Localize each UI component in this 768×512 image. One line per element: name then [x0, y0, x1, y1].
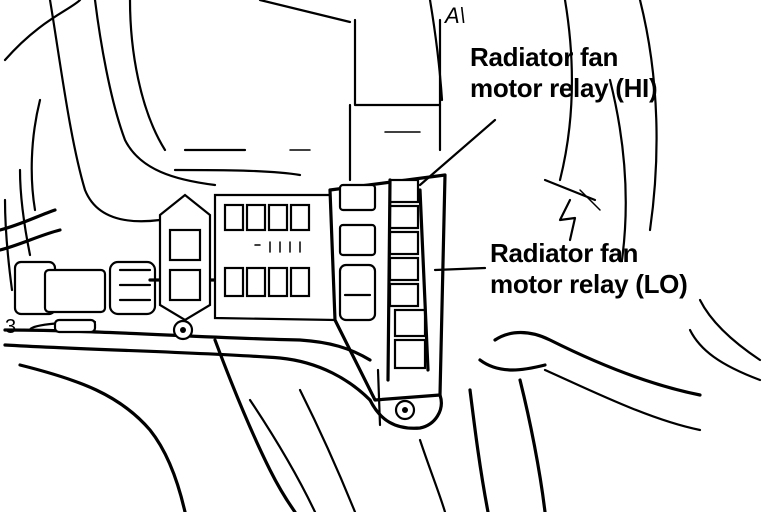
- body-panel-outlines: [3, 0, 762, 382]
- leader-line-hi: [418, 118, 497, 187]
- fuse-block: [213, 193, 337, 322]
- label-relay-lo-line1: Radiator fan: [490, 238, 639, 268]
- wiring-harness: [0, 208, 222, 334]
- label-relay-hi: Radiator fan motor relay (HI): [470, 42, 658, 104]
- chassis-bracket: [3, 320, 447, 512]
- stray-mark-left: 3: [5, 316, 16, 338]
- radiator-hose: [468, 330, 702, 512]
- label-relay-lo-line2: motor relay (LO): [490, 269, 688, 299]
- leader-lines: [418, 118, 497, 272]
- stray-mark-top: A\: [445, 3, 466, 28]
- relay-box: [328, 173, 447, 402]
- leader-line-lo: [433, 266, 487, 272]
- label-relay-hi-line2: motor relay (HI): [470, 73, 658, 103]
- label-relay-lo: Radiator fan motor relay (LO): [490, 238, 688, 300]
- relay-column: [386, 178, 430, 421]
- label-relay-hi-line1: Radiator fan: [470, 42, 619, 72]
- relay-holder: [158, 193, 212, 341]
